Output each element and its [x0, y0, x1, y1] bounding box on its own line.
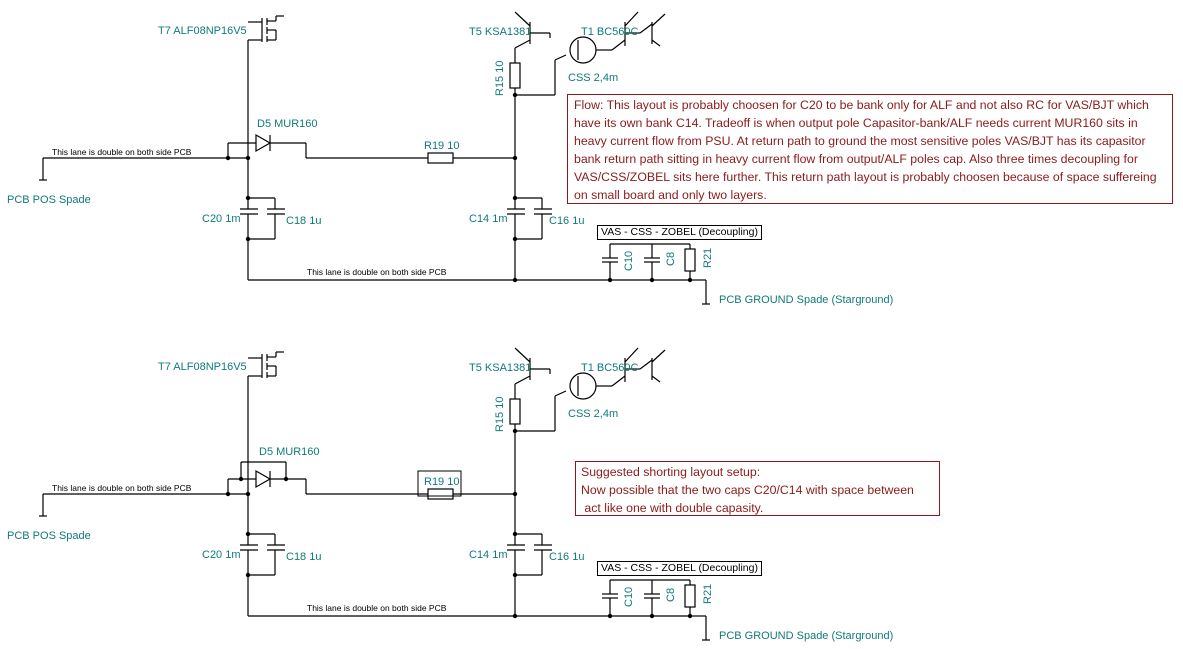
bottom-r21-label: R21: [702, 584, 714, 604]
top-d5-label: D5 MUR160: [257, 118, 318, 130]
top-zobel-title: VAS - CSS - ZOBEL (Decoupling): [597, 225, 762, 240]
top-c18-label: C18 1u: [286, 215, 321, 227]
bottom-note-line-3: act like one with double capasity.: [581, 501, 764, 515]
bottom-schematic: T7 ALF08NP16V5 T5 KSA1381 T1 BC560C CSS …: [7, 347, 893, 642]
top-css-label: CSS 2,4m: [568, 72, 618, 84]
top-r21-label: R21: [702, 248, 714, 268]
top-c10-label: C10: [623, 251, 635, 271]
bottom-lane-note-upper: This lane is double on both side PCB: [52, 483, 192, 493]
top-pos-spade-label: PCB POS Spade: [7, 194, 91, 206]
top-lane-note-upper: This lane is double on both side PCB: [52, 147, 192, 157]
top-c8-label: C8: [665, 252, 677, 266]
top-t7-label: T7 ALF08NP16V5: [158, 25, 247, 37]
bottom-d5-label: D5 MUR160: [259, 446, 320, 458]
bottom-t7-label: T7 ALF08NP16V5: [158, 361, 247, 373]
bottom-lane-note-lower: This lane is double on both side PCB: [307, 603, 447, 613]
top-t5-label: T5 KSA1381: [469, 26, 531, 38]
top-r19-label: R19 10: [424, 140, 459, 152]
top-flow-note: Flow: This layout is probably choosen fo…: [567, 94, 1173, 204]
bottom-t5-label: T5 KSA1381: [469, 362, 531, 374]
bottom-gnd-spade-label: PCB GROUND Spade (Starground): [719, 630, 893, 642]
top-flow-note-text: Flow: This layout is probably choosen fo…: [574, 98, 1157, 202]
bottom-pos-spade-label: PCB POS Spade: [7, 530, 91, 542]
bottom-note-line-1: Suggested shorting layout setup:: [581, 465, 761, 479]
top-t1-label: T1 BC560C: [581, 26, 639, 38]
bottom-css-label: CSS 2,4m: [568, 408, 618, 420]
top-r15-label: R15 10: [494, 61, 506, 96]
top-lane-note-lower: This lane is double on both side PCB: [307, 267, 447, 277]
bottom-r19-label: R19 10: [424, 476, 459, 488]
bottom-t1-label: T1 BC560C: [581, 362, 639, 374]
bottom-zobel-title: VAS - CSS - ZOBEL (Decoupling): [597, 561, 762, 576]
top-schematic: T7 ALF08NP16V5 T5 KSA1381 T1 BC560C CSS …: [7, 11, 893, 306]
bottom-c8-label: C8: [665, 588, 677, 602]
bottom-c20-label: C20 1m: [202, 549, 241, 561]
bottom-note-line-2: Now possible that the two caps C20/C14 w…: [581, 483, 914, 497]
top-c14-label: C14 1m: [469, 213, 508, 225]
top-gnd-spade-label: PCB GROUND Spade (Starground): [719, 294, 893, 306]
bottom-c16-label: C16 1u: [549, 551, 584, 563]
bottom-suggestion-note: Suggested shorting layout setup: Now pos…: [575, 461, 940, 516]
bottom-c14-label: C14 1m: [469, 549, 508, 561]
bottom-c18-label: C18 1u: [286, 551, 321, 563]
top-c16-label: C16 1u: [549, 215, 584, 227]
bottom-c10-label: C10: [623, 587, 635, 607]
bottom-r15-label: R15 10: [494, 397, 506, 432]
top-c20-label: C20 1m: [202, 213, 241, 225]
